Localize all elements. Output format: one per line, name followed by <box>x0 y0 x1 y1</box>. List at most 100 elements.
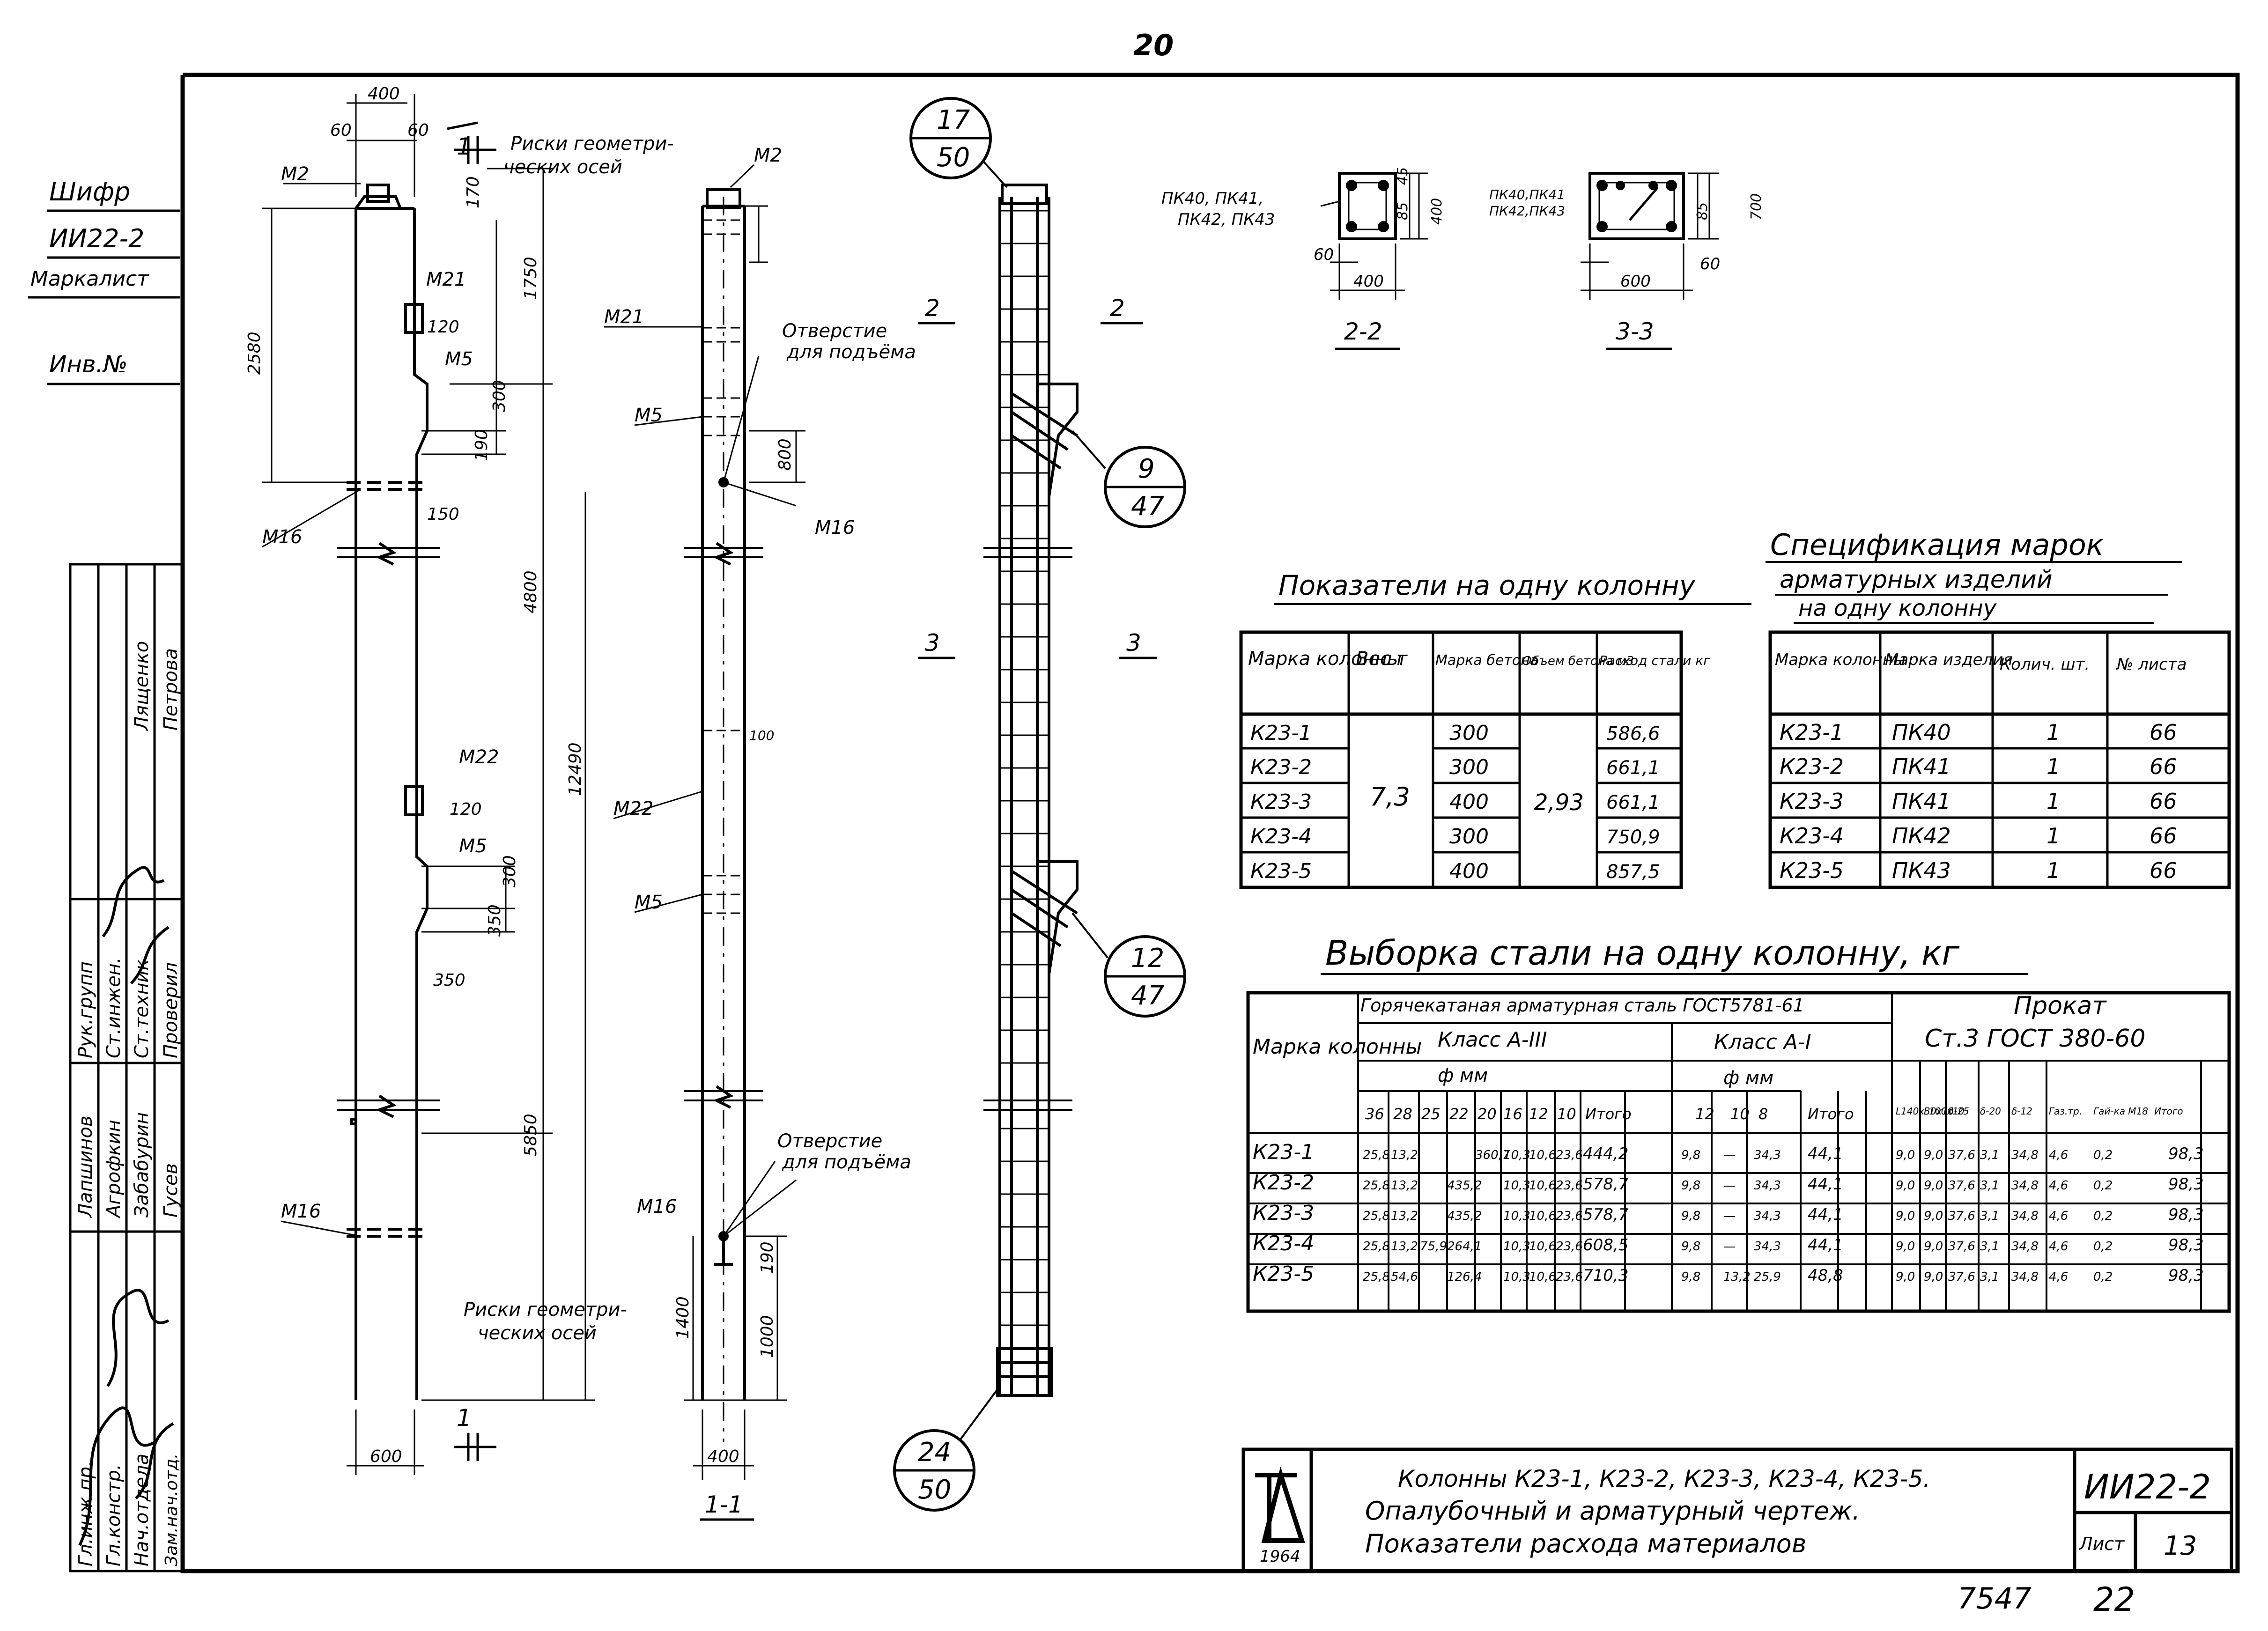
steel-row-value: 37,6 <box>1948 1209 1975 1223</box>
ind-row-beton: 300 <box>1449 721 1489 745</box>
ind-row-marka: К23-5 <box>1250 859 1312 883</box>
role-glkonstr: Гл.констр. <box>103 1464 125 1566</box>
steel-row-value: 3,1 <box>1980 1240 1999 1254</box>
labels-elevation-2: М2 М21 М5 М16 М22 М5 М16 Отверстие для п… <box>604 145 916 1521</box>
sec22-dim-60: 60 <box>1314 245 1334 264</box>
labels-elevation-1: М2 М21 М5 М16 М22 М5 М16 Риски геометри-… <box>262 133 674 1432</box>
ind-h-beton: Марка бетона <box>1435 652 1538 669</box>
dim-400-bot: 400 <box>707 1447 739 1466</box>
steel-row-value: 25,8 <box>1363 1179 1390 1193</box>
dim-300-b: 300 <box>500 855 519 887</box>
steel-row-value: 34,8 <box>2011 1270 2039 1284</box>
steel-row-value: 9,0 <box>1896 1179 1915 1193</box>
callout-9-top: 9 <box>1138 454 1155 484</box>
ind-row-beton: 400 <box>1449 859 1489 883</box>
name-zababurin: Забабурин <box>131 1112 153 1218</box>
steel-row-marka: К23-3 <box>1253 1201 1314 1225</box>
steel-row-value: 25,8 <box>1363 1240 1390 1254</box>
sec22-dim-400: 400 <box>1429 198 1445 225</box>
steel-row-value: 4,6 <box>2049 1179 2068 1193</box>
steel-row-value: 578,7 <box>1583 1205 1629 1224</box>
label-m21-1: М21 <box>426 269 466 290</box>
label-m22-1: М22 <box>459 746 499 768</box>
callout-12-47: 12 47 <box>1071 912 1186 1018</box>
steel-row-value: 37,6 <box>1948 1179 1975 1193</box>
steel-row-value: 9,0 <box>1924 1240 1943 1254</box>
stamp-22: 22 <box>2093 1580 2135 1619</box>
name-gusev: Гусев <box>160 1163 182 1218</box>
steel-row-value: 10,3 <box>1503 1209 1530 1223</box>
steel-sub-a1: Итого <box>1808 1105 1854 1123</box>
steel-row-value: 23,6 <box>1556 1179 1583 1193</box>
callout-9-47: 9 47 <box>1071 430 1186 528</box>
section-mark-1-bot: 1 <box>457 1404 472 1432</box>
steel-row-value: 13,2 <box>1391 1240 1418 1254</box>
sec33-dim-85: 85 <box>1694 202 1711 220</box>
steel-row-value: 10,6 <box>1529 1179 1556 1193</box>
steel-row-value: 3,1 <box>1980 1209 1999 1223</box>
dim-1000: 1000 <box>758 1315 777 1358</box>
risk-geom-bot-2: ческих осей <box>478 1322 597 1344</box>
inv-no: Инв.№ <box>49 351 127 378</box>
dim-60-right: 60 <box>407 121 429 140</box>
steel-table-grid <box>1246 991 2231 1313</box>
sec33-dim-60: 60 <box>1700 255 1720 273</box>
spec-h-list: № листа <box>2116 655 2187 674</box>
steel-sub-prokat: L100х10 <box>1924 1106 1965 1117</box>
rebar-cage-stirrups <box>1000 210 1049 1326</box>
steel-row-value: 25,9 <box>1754 1270 1781 1284</box>
label-m16-1: М16 <box>262 526 302 548</box>
risk-geom-bot-1: Риски геометри- <box>464 1299 627 1321</box>
sec22-dim-400b: 400 <box>1353 272 1384 291</box>
callout-17-top: 17 <box>937 105 970 135</box>
spec-h-kol: Колич. шт. <box>2000 655 2090 674</box>
ind-row-stal: 661,1 <box>1606 757 1660 779</box>
spec-row-kol: 1 <box>2046 858 2060 883</box>
steel-h-hot: Горячекатаная арматурная сталь ГОСТ5781-… <box>1360 995 1804 1016</box>
steel-row-value: 44,1 <box>1808 1205 1843 1224</box>
sec33-dim-600: 600 <box>1620 272 1651 291</box>
title-line-2: Опалубочный и арматурный чертеж. <box>1365 1496 1860 1526</box>
otv-top-2: для подъёма <box>786 341 916 363</box>
section-marks-2-3: 2 2 3 3 <box>918 295 1157 659</box>
spec-h-izd: Марка изделия <box>1885 650 2013 669</box>
dim-4800: 4800 <box>521 570 540 613</box>
ind-row-beton: 400 <box>1449 790 1489 814</box>
callout-12-top: 12 <box>1131 943 1164 974</box>
role-glinzh: Гл.инж.пр. <box>75 1461 96 1566</box>
steel-row-value: 34,3 <box>1754 1209 1781 1223</box>
steel-row-value: 13,2 <box>1391 1179 1418 1193</box>
spec-row-list: 66 <box>2150 720 2177 745</box>
dims-elevation-1 <box>262 94 595 1475</box>
cross-section-3-3 <box>1581 172 1719 300</box>
steel-row-value: 0,2 <box>2093 1240 2113 1254</box>
indicators-headers: Марка колонны Вес т Марка бетона Объем б… <box>1248 648 1710 670</box>
label-m16-2: М16 <box>281 1201 321 1222</box>
dim-350-a: 350 <box>485 904 504 937</box>
steel-row-marka: К23-2 <box>1253 1171 1314 1195</box>
spec-title-3: на одну колонну <box>1798 595 1997 621</box>
steel-row-value: 9,0 <box>1924 1209 1943 1223</box>
spec-row-kol: 1 <box>2046 789 2060 814</box>
steel-row-value: 34,8 <box>2011 1240 2039 1254</box>
dim-100: 100 <box>749 728 774 743</box>
steel-row-value: 3,1 <box>1980 1270 1999 1284</box>
section-mark-2-left: 2 <box>925 295 940 322</box>
steel-row-value: 10,6 <box>1529 1270 1556 1284</box>
steel-sub-a3: 36 <box>1365 1105 1384 1123</box>
indicators-title: Показатели на одну колонну <box>1278 569 1696 601</box>
dim-170: 170 <box>464 176 483 208</box>
section-label-3-3: 3-3 <box>1616 318 1654 345</box>
steel-row-value: 25,8 <box>1363 1209 1390 1223</box>
steel-row-value: — <box>1723 1240 1736 1254</box>
callout-17-50: 17 50 <box>909 97 1008 188</box>
sec33-dim-700: 700 <box>1748 193 1765 220</box>
callout-17-bottom: 50 <box>937 142 970 173</box>
marka-list: Маркалист <box>30 267 149 291</box>
title-sheet-label: Лист <box>2078 1534 2125 1554</box>
spec-row-izd: ПК41 <box>1892 789 1951 814</box>
ind-h-ves: Вес т <box>1356 648 1408 670</box>
steel-row-value: 37,6 <box>1948 1148 1975 1162</box>
steel-sub-a1: 12 <box>1695 1105 1714 1123</box>
spec-row-izd: ПК40 <box>1892 720 1951 745</box>
